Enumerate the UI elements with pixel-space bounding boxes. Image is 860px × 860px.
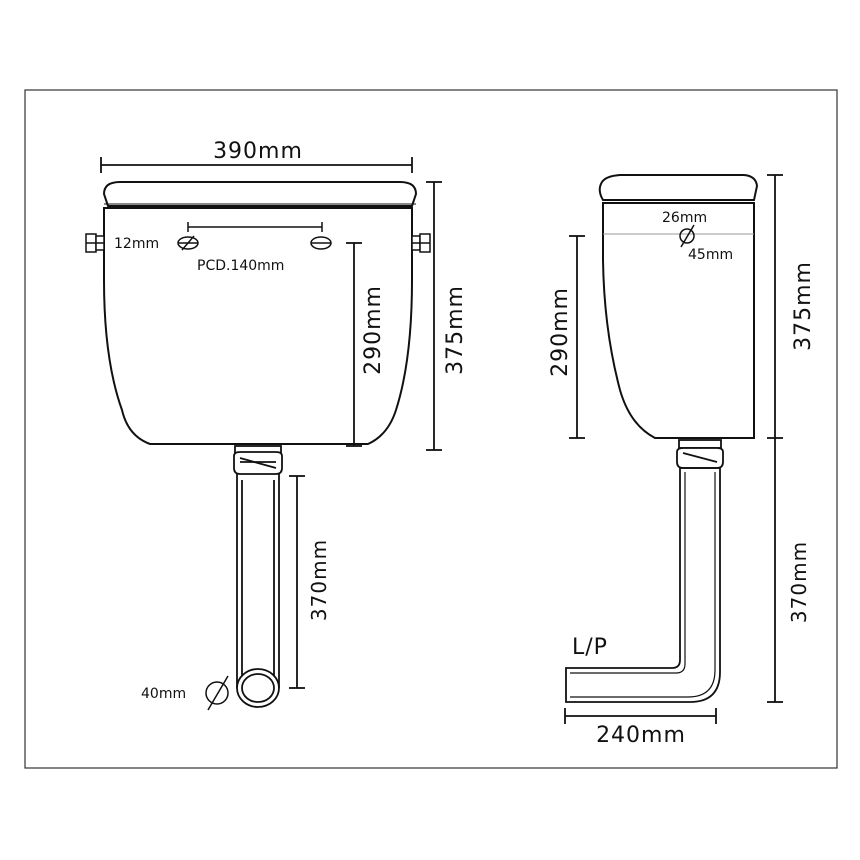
- front-mount-hole-left: [177, 235, 199, 251]
- side-lp-pipe: [565, 467, 721, 703]
- side-inlet-diameter-icon: [679, 224, 695, 248]
- front-right-bolt: [411, 233, 431, 253]
- side-tank-lid: [598, 174, 759, 201]
- side-bend-length-dimension: [564, 708, 717, 724]
- side-inlet-inner-label: 26mm: [662, 210, 707, 226]
- front-tank-body: [103, 207, 413, 445]
- front-total-height-label: 375mm: [443, 285, 468, 375]
- front-left-bolt: [85, 233, 105, 253]
- front-pcd-label: PCD.140mm: [197, 258, 284, 274]
- front-pipe-length-label: 370mm: [307, 539, 331, 621]
- front-hole-label: 12mm: [114, 236, 159, 252]
- side-pipe-type-label: L/P: [572, 635, 608, 660]
- front-tank-height-dimension: [346, 242, 362, 447]
- drawing-frame: [24, 89, 838, 769]
- front-flush-pipe: [236, 474, 280, 708]
- front-view: 390mm 12mm PCD.140mm: [85, 139, 468, 711]
- front-total-height-dimension: [426, 181, 442, 451]
- side-tank-body: [602, 202, 755, 439]
- side-bend-length-label: 240mm: [596, 723, 686, 748]
- front-tank-lid: [102, 181, 418, 207]
- side-view: 26mm 45mm 290mm 375mm 370mm: [548, 174, 816, 748]
- front-pipe-diameter-label: 40mm: [141, 686, 186, 702]
- front-width-label: 390mm: [213, 139, 303, 164]
- side-pipe-length-label: 370mm: [787, 541, 811, 623]
- front-width-dimension: [100, 157, 413, 173]
- front-diameter-icon: [205, 675, 229, 711]
- side-inlet-outer-label: 45mm: [688, 247, 733, 263]
- front-tank-height-label: 290mm: [361, 285, 386, 375]
- front-pipe-length-dimension: [289, 475, 305, 689]
- side-tank-height-label: 290mm: [548, 287, 573, 377]
- side-total-height-label: 375mm: [791, 261, 816, 351]
- side-tank-height-dimension: [569, 235, 585, 439]
- side-pipe-length-dimension: [767, 438, 783, 703]
- side-total-height-dimension: [767, 174, 783, 439]
- side-pipe-nut: [676, 439, 724, 469]
- front-mount-hole-right: [310, 236, 332, 250]
- front-pipe-nut: [233, 445, 283, 475]
